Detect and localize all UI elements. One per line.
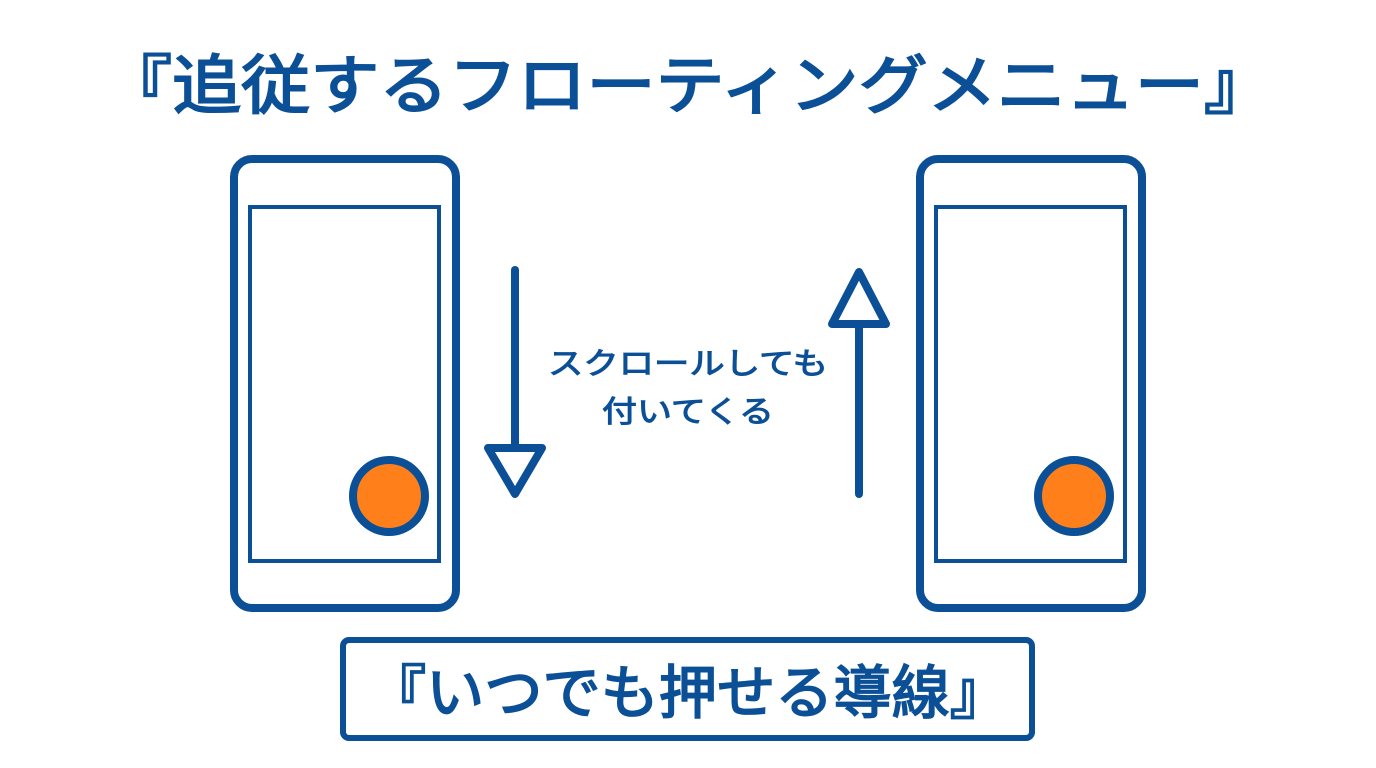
phone-right-body — [916, 155, 1146, 612]
floating-button-right — [1034, 456, 1114, 536]
down-arrow-icon — [484, 266, 546, 498]
up-arrow-icon — [828, 268, 890, 498]
phone-left-screen — [248, 205, 441, 563]
scroll-caption-line2: 付いてくる — [602, 395, 774, 430]
floating-button-left — [349, 456, 429, 536]
scroll-caption-line1: スクロールしても — [548, 347, 828, 382]
phone-left-body — [230, 155, 460, 612]
phone-left — [230, 155, 460, 612]
phone-right — [916, 155, 1146, 612]
diagram-title: 『追従するフローティングメニュー』 — [103, 50, 1273, 124]
footer-label: 『いつでも押せる導線』 — [368, 659, 1008, 727]
footer-box: 『いつでも押せる導線』 — [340, 637, 1035, 741]
phone-right-screen — [934, 205, 1127, 563]
